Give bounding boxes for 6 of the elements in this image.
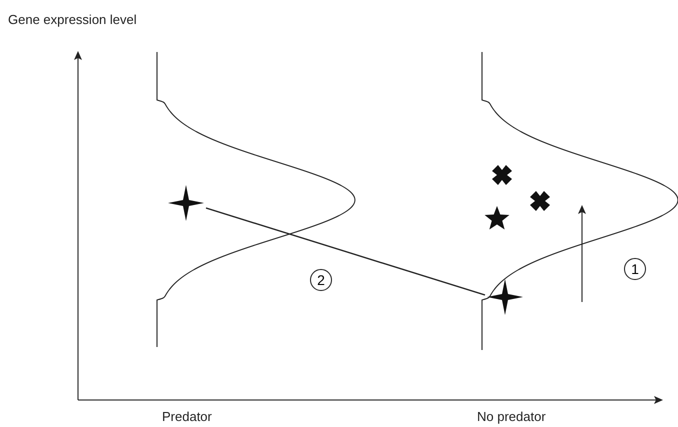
axis-title: Gene expression level [8,12,137,27]
axis-label: No predator [477,409,546,424]
axis-label: Predator [162,409,212,424]
callout-number: 1 [624,258,646,280]
callout-number: 2 [310,269,332,291]
connector-line [206,207,486,296]
